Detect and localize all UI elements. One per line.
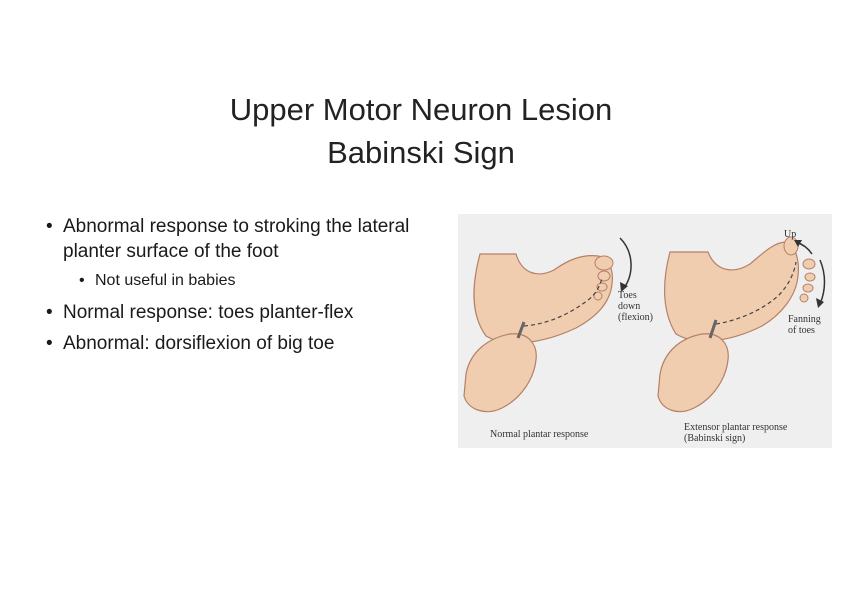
left-caption: Normal plantar response [490,429,589,440]
sub-bullet-1: Not useful in babies [79,270,446,292]
babinski-illustration: Toes down (flexion) Normal plantar respo… [458,214,832,448]
title-line-1: Upper Motor Neuron Lesion [229,92,613,127]
left-arrow-down [619,237,632,289]
right-foot [664,241,799,342]
left-foot [473,253,613,344]
right-annotation-up: Up [784,229,796,240]
right-annotation-1: Fanning [788,314,821,325]
bullet-2: Normal response: toes planter-flex [46,300,446,325]
slide-title: Upper Motor Neuron Lesion Babinski Sign [0,88,842,174]
illustration-svg: Toes down (flexion) Normal plantar respo… [463,229,826,444]
left-annotation-2: down [618,301,640,312]
right-caption-1: Extensor plantar response [684,422,788,433]
left-annotation-1: Toes [618,290,637,301]
left-hand [463,333,537,413]
bullet-3: Abnormal: dorsiflexion of big toe [46,331,446,356]
right-panel: Up Fanning of toes Extensor plantar resp… [657,229,826,444]
title-line-2: Babinski Sign [327,135,515,170]
bullet-1: Abnormal response to stroking the latera… [46,214,446,264]
left-annotation-3: (flexion) [618,312,653,323]
right-arrow-fan [819,259,826,305]
right-annotation-2: of toes [788,325,815,336]
right-caption-2: (Babinski sign) [684,433,745,444]
right-hand [657,333,729,413]
left-panel: Toes down (flexion) Normal plantar respo… [463,237,653,440]
bullet-list: Abnormal response to stroking the latera… [46,214,446,362]
